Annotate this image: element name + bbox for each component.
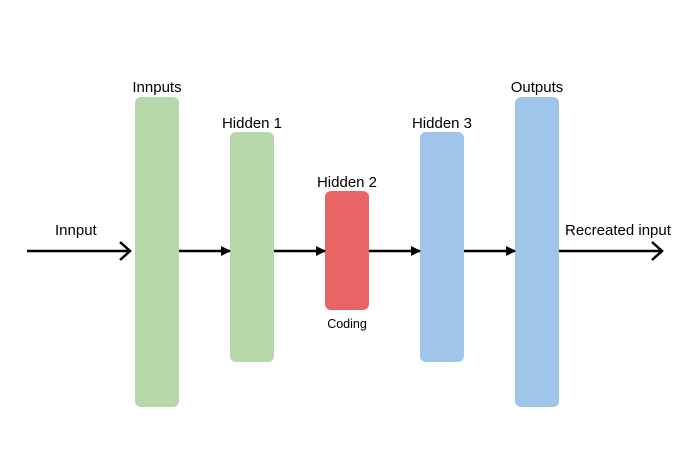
layer-hidden-3 [420, 132, 464, 362]
layer-hidden-1-label: Hidden 1 [222, 115, 282, 132]
layer-outputs-label: Outputs [511, 79, 564, 96]
layer-inputs-label: Innputs [132, 79, 181, 96]
layer-hidden-1 [230, 132, 274, 362]
layer-hidden-3-label: Hidden 3 [412, 115, 472, 132]
layer-outputs [515, 97, 559, 407]
layer-inputs [135, 97, 179, 407]
coding-label: Coding [327, 317, 367, 331]
layer-hidden-2-label: Hidden 2 [317, 174, 377, 191]
output-arrow [559, 241, 664, 261]
input-arrow [27, 241, 132, 261]
layer-hidden-2 [325, 191, 369, 310]
input-label: Innput [55, 222, 98, 239]
output-label: Recreated input [565, 222, 672, 239]
